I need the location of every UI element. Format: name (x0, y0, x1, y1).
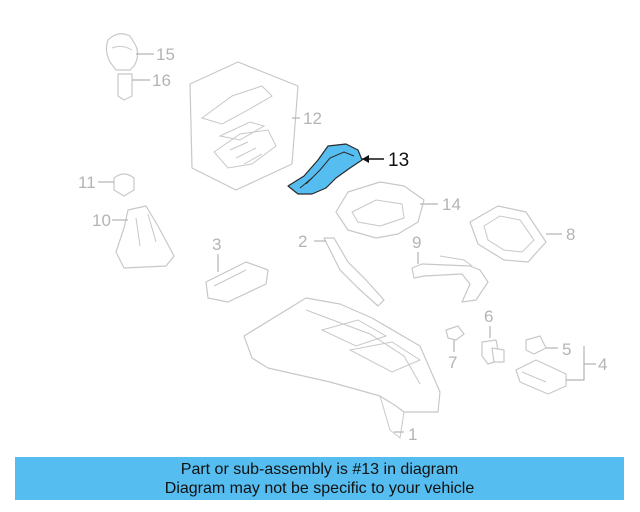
info-banner: Part or sub-assembly is #13 in diagram D… (15, 457, 624, 500)
part-12-shifter-assembly[interactable] (189, 61, 299, 191)
part-7-clip[interactable]: 7 (445, 325, 465, 372)
callout-3: 3 (212, 235, 221, 254)
callout-16: 16 (152, 71, 171, 90)
part-8-trim-ring[interactable] (469, 205, 547, 263)
callout-14: 14 (442, 195, 461, 214)
part-10-shift-boot[interactable] (115, 205, 175, 269)
banner-line-1: Part or sub-assembly is #13 in diagram (180, 461, 459, 478)
callout-9: 9 (412, 233, 421, 252)
callout-11: 11 (78, 173, 96, 192)
part-11-small-knob[interactable] (113, 173, 135, 197)
callout-4: 4 (598, 355, 607, 374)
part-4-power-outlet[interactable] (515, 359, 567, 395)
part-13-bracket-highlighted[interactable] (287, 143, 363, 195)
part-3-storage-lid[interactable]: 3 (205, 235, 269, 303)
callout-2: 2 (298, 232, 307, 251)
callout-13: 13 (388, 150, 409, 171)
callout-6: 6 (484, 307, 493, 326)
part-5-socket-cap[interactable] (525, 335, 547, 355)
part-14-console-bracket[interactable] (335, 181, 425, 239)
part-2-trim-strip[interactable] (323, 237, 385, 307)
callout-8: 8 (566, 225, 575, 244)
banner-line-2: Diagram may not be specific to your vehi… (164, 480, 475, 497)
callout-5: 5 (562, 340, 571, 359)
callout-12: 12 (303, 109, 322, 128)
callout-15: 15 (156, 45, 175, 64)
part-6-socket[interactable]: 6 (481, 307, 505, 365)
part-1-center-console[interactable] (243, 297, 441, 439)
part-9-handle[interactable]: 9 (411, 233, 489, 303)
callout-10: 10 (92, 211, 111, 230)
callout-7: 7 (448, 353, 457, 372)
part-16-knob-stem[interactable] (117, 73, 133, 101)
callout-1: 1 (408, 425, 417, 444)
part-15-shift-knob[interactable] (105, 33, 139, 71)
